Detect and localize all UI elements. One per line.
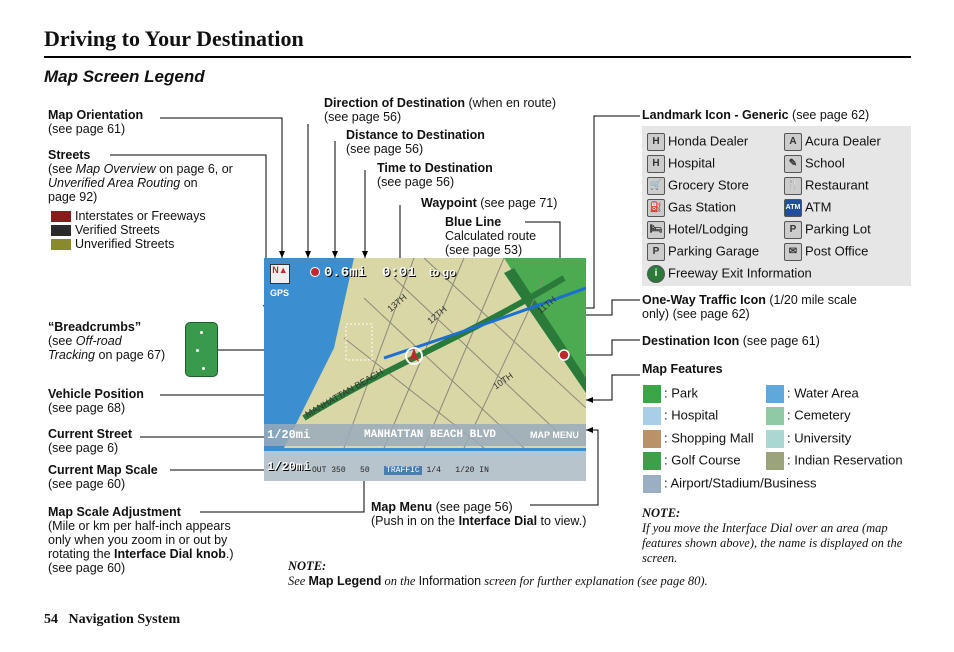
breadcrumbs-sample [185,322,218,377]
school-icon: ✎ [784,155,802,173]
map-orientation-label: Map Orientation(see page 61) [48,108,144,136]
unverified-swatch [51,239,71,251]
north-arrow-icon[interactable]: N▲ [270,264,290,284]
university-swatch [766,430,784,448]
interstate-swatch [51,211,71,223]
park-swatch [643,385,661,403]
feature-item: : Water Area [766,385,859,403]
page-number: 54 [44,612,58,627]
parking-garage-icon: P [647,243,665,261]
gps-indicator: GPS [270,288,290,298]
page-footer: 54 Navigation System [44,612,180,628]
landmark-item: 🍴Restaurant [784,177,869,195]
current-map-scale-label: Current Map Scale(see page 60) [48,463,158,491]
landmark-item: ✎School [784,155,845,173]
waypoint-label: Waypoint (see page 71) [421,196,558,210]
street-legend-row: Unverified Streets [51,237,206,251]
gas-station-icon: ⛽ [647,199,665,217]
vehicle-position-label: Vehicle Position(see page 68) [48,387,144,415]
water-swatch [766,385,784,403]
restaurant-icon: 🍴 [784,177,802,195]
street-legend-row: Verified Streets [51,223,206,237]
footer-section: Navigation System [68,612,181,627]
acura-dealer-icon: A [784,133,802,151]
features-note: NOTE:If you move the Interface Dial over… [642,506,903,565]
current-street-label: Current Street(see page 6) [48,427,133,455]
section-subtitle: Map Screen Legend [44,67,205,86]
landmark-item: 🛏Hotel/Lodging [647,221,748,239]
distance-to-destination-label: Distance to Destination(see page 56) [346,128,485,156]
hospital-icon: H [647,155,665,173]
scale-adjust-readout: 1/20mi [267,460,311,474]
time-readout: 0:01 [382,265,416,281]
page-title: Driving to Your Destination [44,26,304,51]
feature-item: : Shopping Mall [643,430,754,448]
feature-item: : Indian Reservation [766,452,903,470]
map-menu-button[interactable]: MAP MENU [530,430,579,440]
map-menu-label: Map Menu (see page 56) (Push in on the I… [371,500,587,528]
streets-label: Streets (see Map Overview on page 6, or … [48,148,233,204]
verified-swatch [51,225,71,237]
feature-item: : Golf Course [643,452,741,470]
hospital-swatch [643,407,661,425]
landmark-icon-label: Landmark Icon - Generic (see page 62) [642,108,870,122]
hotel-icon: 🛏 [647,221,665,239]
feature-item: : Park [643,385,698,403]
time-to-destination-label: Time to Destination(see page 56) [377,161,493,189]
atm-icon: ATM [784,199,802,217]
landmark-item: 🛒Grocery Store [647,177,749,195]
scale-slider[interactable]: OUT 350 50 TRAFFIC 1/4 1/20 IN [312,466,489,475]
map-graphic [264,258,586,481]
feature-item: : Cemetery [766,407,851,425]
street-legend-row: Interstates or Freeways [51,209,206,223]
landmark-item: ✉Post Office [784,243,868,261]
map-scale-adjustment-label: Map Scale Adjustment (Mile or km per hal… [48,505,234,575]
indian-reservation-swatch [766,452,784,470]
direction-of-destination-label: Direction of Destination (when en route)… [324,96,557,124]
destination-icon-label: Destination Icon (see page 61) [642,334,820,348]
honda-dealer-icon: H [647,133,665,151]
grocery-store-icon: 🛒 [647,177,665,195]
distance-readout: 0.6mi [324,265,367,281]
current-street-name: MANHATTAN BEACH BLVD [364,429,497,441]
post-office-icon: ✉ [784,243,802,261]
map-features-label: Map Features [642,362,723,376]
landmark-item: ⛽Gas Station [647,199,736,217]
to-go-label: to go [429,267,456,279]
freeway-exit-info-icon: i [647,265,665,283]
bottom-note: NOTE: See Map Legend on the Information … [288,559,708,588]
feature-item: : Airport/Stadium/Business [643,475,816,493]
map-features-legend: : Park : Water Area : Hospital : Cemeter… [643,385,911,497]
direction-of-destination-icon [310,267,320,277]
street-legend: Interstates or Freeways Verified Streets… [51,209,206,251]
feature-item: : Hospital [643,407,718,425]
parking-lot-icon: P [784,221,802,239]
current-scale-readout: 1/20mi [267,428,311,442]
title-rule [44,56,911,58]
airport-swatch [643,475,661,493]
map-screen[interactable]: N▲ GPS 0.6mi 0:01 to go 13TH 12TH 11TH 1… [264,258,586,481]
golf-course-swatch [643,452,661,470]
breadcrumbs-label: “Breadcrumbs” (see Off-road Tracking on … [48,320,166,362]
feature-item: : University [766,430,851,448]
shopping-mall-swatch [643,430,661,448]
cemetery-swatch [766,407,784,425]
